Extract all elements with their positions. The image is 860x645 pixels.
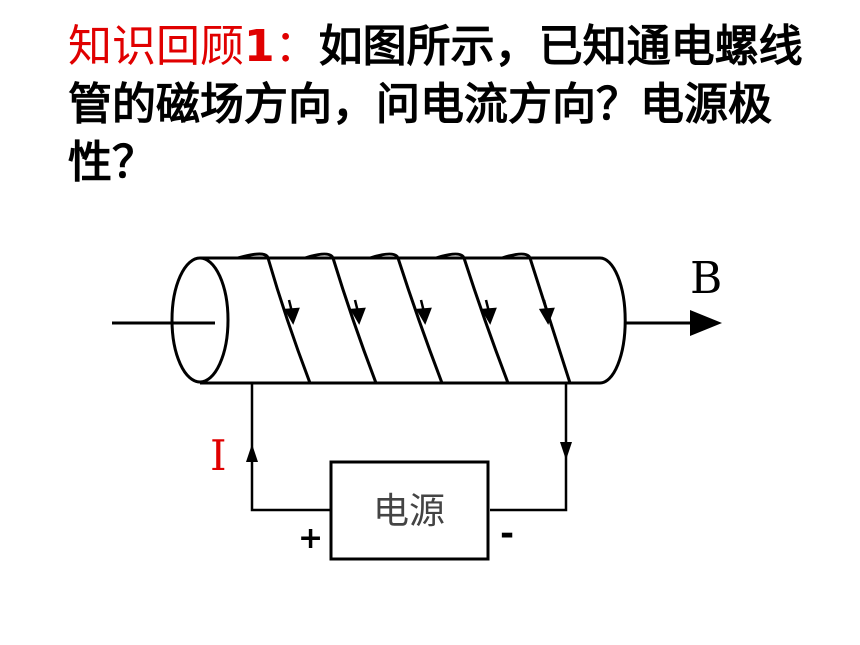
power-source-label: 电源	[373, 491, 445, 532]
field-arrow	[625, 310, 722, 336]
left-wire-arrow-up	[246, 444, 258, 462]
solenoid-coils	[237, 252, 572, 384]
question-text: 知识回顾1：如图所示，已知通电螺线管的磁场方向，问电流方向？电源极性？	[68, 18, 808, 192]
question-prefix: 知识回顾1：	[68, 21, 319, 72]
positive-terminal-label: +	[298, 521, 323, 556]
question-colon: ：	[274, 21, 319, 72]
question-number: 1	[244, 21, 275, 72]
current-label: I	[210, 431, 227, 480]
power-source-box	[329, 460, 490, 561]
field-label: B	[690, 253, 722, 304]
question-body: 如图所示，已知通电螺线管的磁场方向，问电流方向？电源极性？	[68, 21, 803, 188]
solenoid-body	[170, 256, 627, 385]
negative-terminal-label: -	[500, 514, 514, 554]
coil-current-arrows	[283, 299, 555, 325]
circuit-wires	[250, 383, 568, 512]
question-prefix-label: 知识回顾	[68, 21, 244, 72]
right-wire-arrow-down	[560, 442, 572, 460]
